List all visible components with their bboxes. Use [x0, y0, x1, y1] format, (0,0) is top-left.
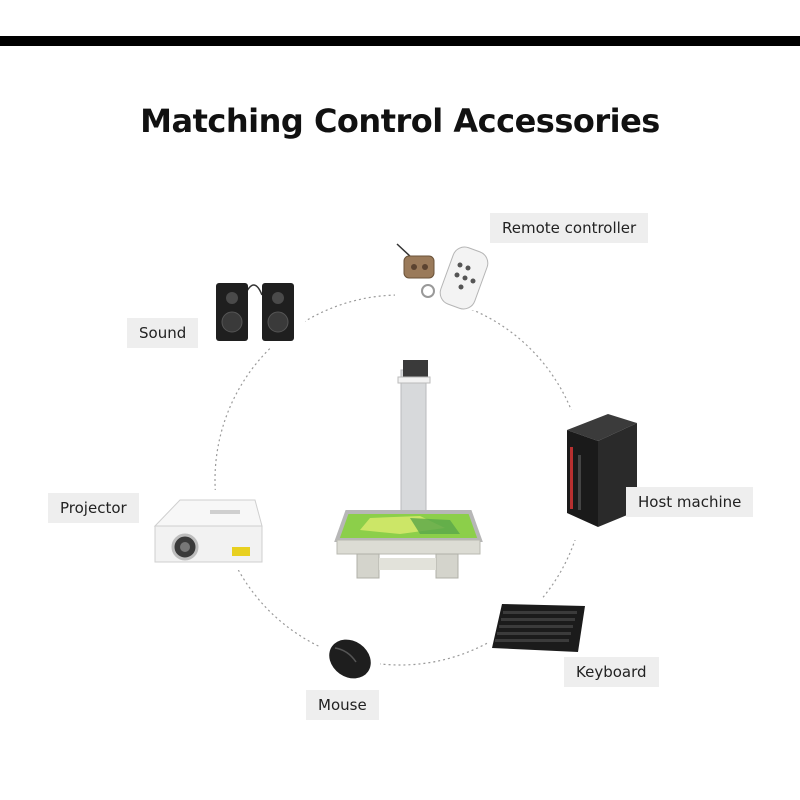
sandbox-projection-table — [334, 360, 483, 579]
speakers-icon — [216, 283, 294, 341]
label-sound: Sound — [127, 318, 199, 348]
label-mouse: Mouse — [306, 690, 379, 720]
top-border-bar — [0, 36, 800, 46]
projector-icon — [153, 499, 263, 563]
keyboard-icon — [492, 604, 585, 652]
label-keyboard: Keyboard — [564, 657, 659, 687]
label-remote-controller: Remote controller — [490, 213, 649, 243]
page-title: Matching Control Accessories — [140, 102, 660, 140]
remote-controller-icon — [396, 243, 489, 310]
label-host-machine: Host machine — [626, 487, 754, 517]
label-projector: Projector — [48, 493, 139, 523]
mouse-icon — [329, 639, 371, 679]
